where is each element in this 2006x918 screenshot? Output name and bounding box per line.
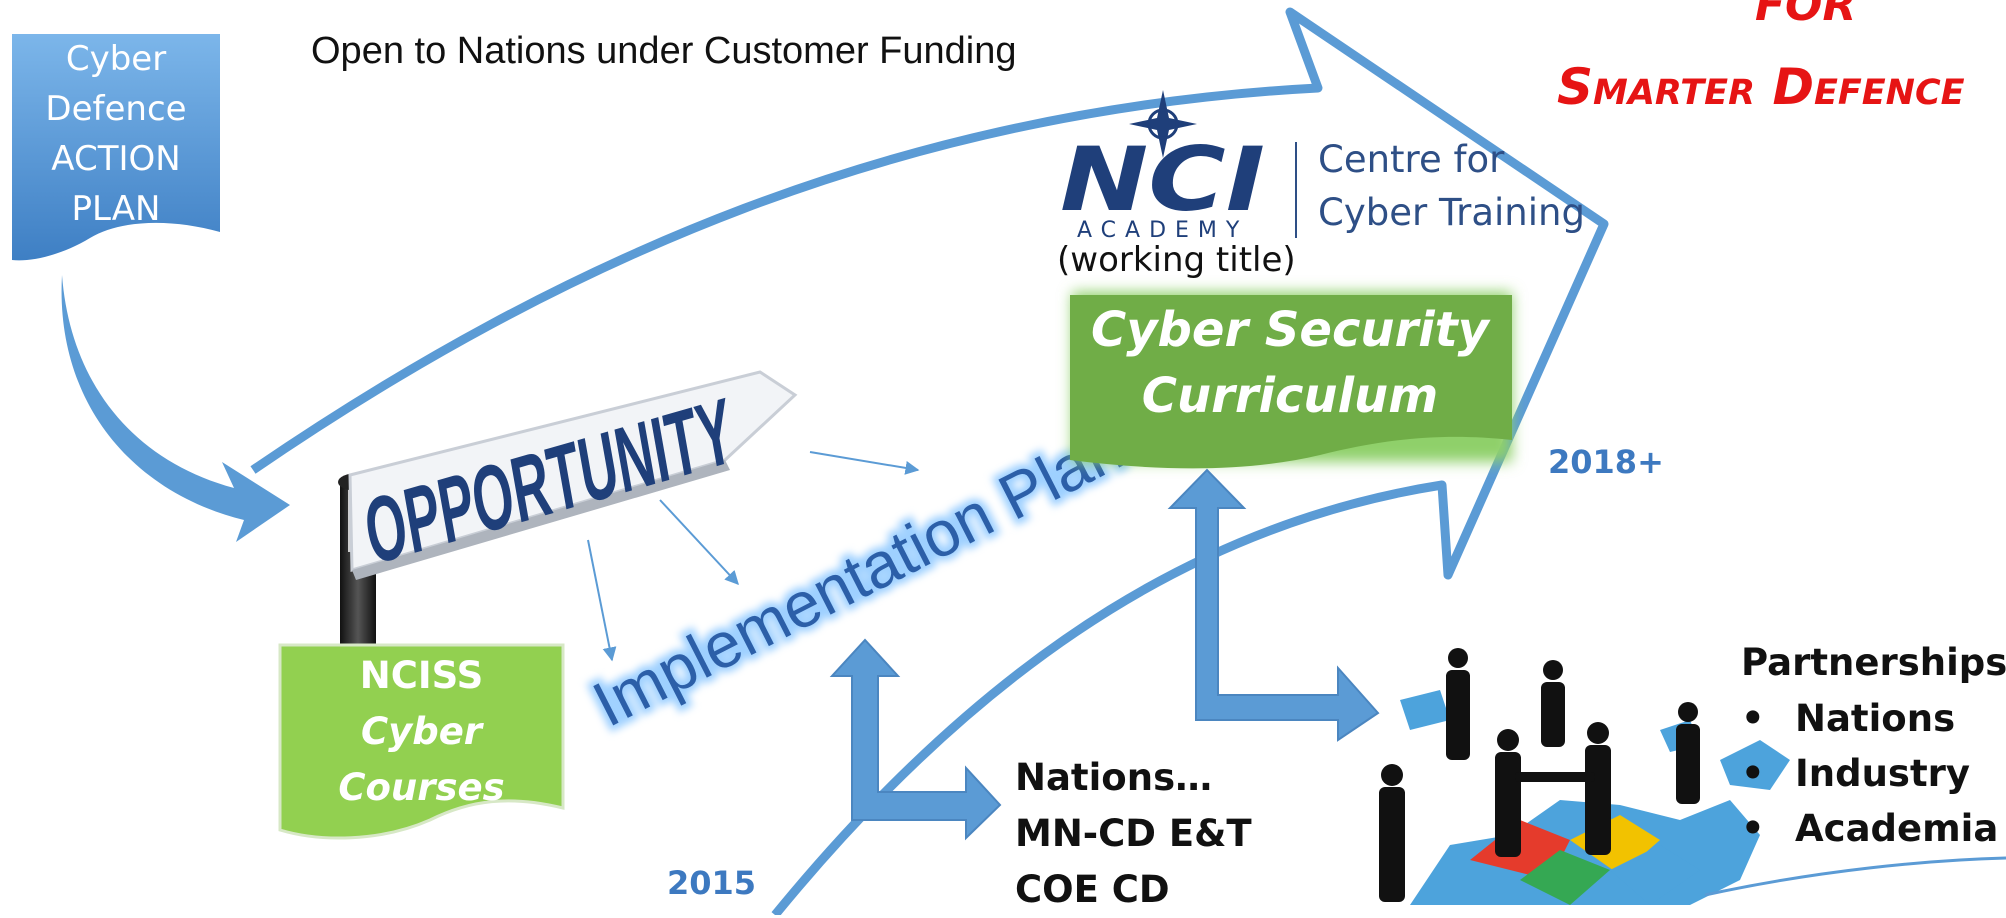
- nciss-banner: [278, 643, 565, 840]
- action-plan-line: PLAN: [71, 189, 161, 229]
- nciss-line3: Courses: [338, 766, 505, 809]
- nations-line: MN-CD E&T: [1015, 812, 1252, 855]
- nciss-line2: Cyber: [360, 710, 483, 753]
- action-plan-text: Cyber Defence ACTION PLAN: [12, 34, 220, 234]
- compass-star-icon: [1129, 90, 1197, 158]
- signpost-icon: [338, 370, 798, 648]
- working-title: (working title): [1057, 240, 1296, 280]
- svg-text:ACADEMY: ACADEMY: [1077, 218, 1248, 243]
- curriculum-line1: Cyber Security: [1091, 302, 1489, 358]
- nciss-line1: NCISS: [359, 654, 484, 697]
- curriculum-box: [1070, 295, 1512, 469]
- action-plan-curve-arrow: [61, 275, 290, 542]
- red-title-line1: FOR: [1755, 0, 1857, 31]
- year-start: 2015: [667, 864, 757, 902]
- nations-box: Nations… MN-CD E&T COE CD: [1015, 750, 1252, 918]
- to-nations-arrow: [829, 638, 1002, 841]
- year-end: 2018+: [1548, 443, 1664, 481]
- nciss-text: NCISS Cyber Courses: [280, 648, 563, 816]
- nci-logo: NCI ACADEMY: [1060, 90, 1297, 243]
- action-plan-line: Defence: [45, 89, 187, 129]
- headline: Open to Nations under Customer Funding: [311, 30, 1017, 72]
- big-growth-arrow: [250, 7, 1609, 915]
- action-plan-line: ACTION: [51, 139, 181, 179]
- nci-centre-line1: Centre for: [1318, 138, 1505, 181]
- partnerships-list: Nations Industry Academia: [1741, 691, 2006, 856]
- svg-text:NCI: NCI: [1060, 128, 1265, 231]
- nations-line: Nations…: [1015, 756, 1213, 799]
- partnership-item: Academia: [1741, 801, 2006, 856]
- action-plan-banner: [12, 34, 220, 261]
- people-puzzle-icon: [1379, 648, 2006, 905]
- curriculum-text: Cyber Security Curriculum: [1070, 297, 1510, 429]
- partnership-item: Nations: [1741, 691, 2006, 746]
- curriculum-to-partners-arrow: [1167, 468, 1380, 742]
- action-plan-line: Cyber: [65, 39, 167, 79]
- thin-connectors: [587, 451, 920, 662]
- signpost-text: OPPORTUNITY: [357, 377, 740, 584]
- nations-line: COE CD: [1015, 868, 1170, 911]
- nci-centre-line2: Cyber Training: [1318, 191, 1585, 234]
- curriculum-line2: Curriculum: [1141, 368, 1439, 424]
- partnerships-block: Partnerships Nations Industry Academia: [1741, 635, 2006, 856]
- partnership-item: Industry: [1741, 746, 2006, 801]
- red-title-line2: Smarter Defence: [1557, 58, 1965, 116]
- partnerships-title: Partnerships: [1741, 641, 2006, 684]
